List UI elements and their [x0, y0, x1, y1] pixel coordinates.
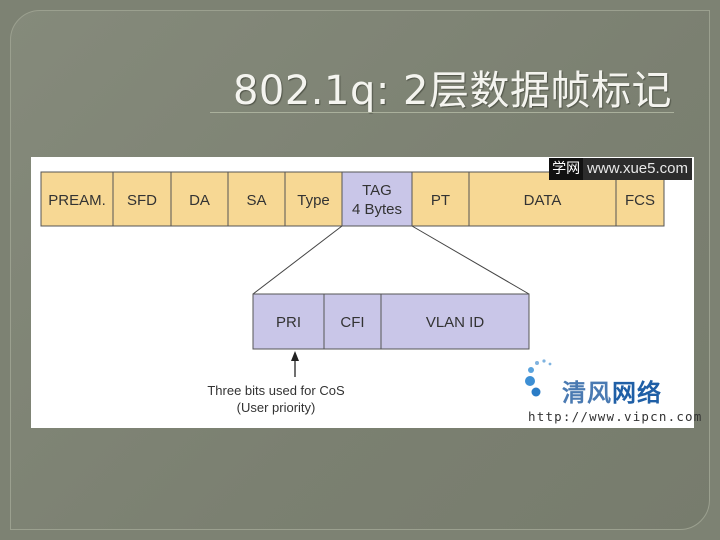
frame-field-box [227, 171, 286, 227]
arrow-head [291, 351, 299, 361]
frame-field-box [40, 171, 114, 227]
frame-field-sublabel: 4 Bytes [352, 201, 402, 218]
pri-arrow [291, 351, 299, 377]
tag-field-box [380, 293, 530, 350]
watermark-url: www.xue5.com [583, 158, 692, 180]
frame-field-label: DA [189, 192, 210, 209]
brand-name-part1: 清风 [562, 379, 612, 407]
frame-field-box [170, 171, 229, 227]
tag-field-label: CFI [340, 314, 364, 331]
frame-field-label: PT [431, 192, 450, 209]
brand-watermark: 清风网络 http://www.vipcn.com [524, 357, 701, 427]
frame-field-label: PREAM. [48, 192, 106, 209]
frame-field-sfd: SFD [112, 171, 172, 227]
frame-field-data: DATA [468, 171, 617, 227]
frame-field-label: TAG [362, 182, 392, 199]
tag-field-box [252, 293, 325, 350]
frame-field-box [468, 171, 617, 227]
frame-field-pream: PREAM. [40, 171, 114, 227]
title-divider [210, 112, 674, 113]
tag-field-label: VLAN ID [426, 314, 485, 331]
brand-name: 清风网络 [562, 373, 662, 408]
frame-field-da: DA [170, 171, 229, 227]
annotation-line-2: (User priority) [237, 400, 316, 415]
frame-field-label: FCS [625, 192, 655, 209]
frame-field-sa: SA [227, 171, 286, 227]
tag-field-vlan-id: VLAN ID [380, 293, 530, 350]
frame-field-box [284, 171, 343, 227]
frame-field-fcs: FCS [615, 171, 665, 227]
frame-field-type: Type [284, 171, 343, 227]
frame-field-label: DATA [524, 192, 562, 209]
brand-logo-icon [525, 359, 552, 397]
watermark-badge: 学网 [549, 158, 584, 180]
tag-field-box [323, 293, 382, 350]
expansion-line-right [411, 225, 530, 295]
frame-field-box [615, 171, 665, 227]
tag-detail-row: PRI CFI VLAN ID [252, 293, 530, 350]
frame-field-label: SFD [127, 192, 157, 209]
top-watermark: 学网 www.xue5.com [549, 158, 692, 180]
ethernet-frame-row: PREAM. SFD DA SA Type TAG 4 Bytes PT DATA FCS [40, 171, 665, 227]
frame-field-label: Type [297, 192, 330, 209]
tag-expansion-lines [252, 225, 530, 295]
frame-field-box [411, 171, 470, 227]
expansion-line-left [252, 225, 343, 295]
brand-url: http://www.vipcn.com [528, 409, 703, 424]
frame-field-tag: TAG 4 Bytes [341, 171, 413, 227]
tag-field-pri: PRI [252, 293, 325, 350]
tag-field-label: PRI [276, 314, 301, 331]
tag-field-cfi: CFI [323, 293, 382, 350]
brand-name-part2: 网络 [612, 379, 662, 407]
frame-field-label: SA [246, 192, 266, 209]
frame-diagram-svg: PREAM. SFD DA SA Type TAG 4 Bytes PT DATA FCS PRI… [40, 171, 665, 415]
slide-title: 802.1q: 2层数据帧标记 [232, 68, 672, 114]
annotation-line-1: Three bits used for CoS [207, 383, 345, 398]
frame-field-pt: PT [411, 171, 470, 227]
vlan-frame-diagram: PREAM. SFD DA SA Type TAG 4 Bytes PT DATA FCS PRI… [31, 157, 701, 428]
